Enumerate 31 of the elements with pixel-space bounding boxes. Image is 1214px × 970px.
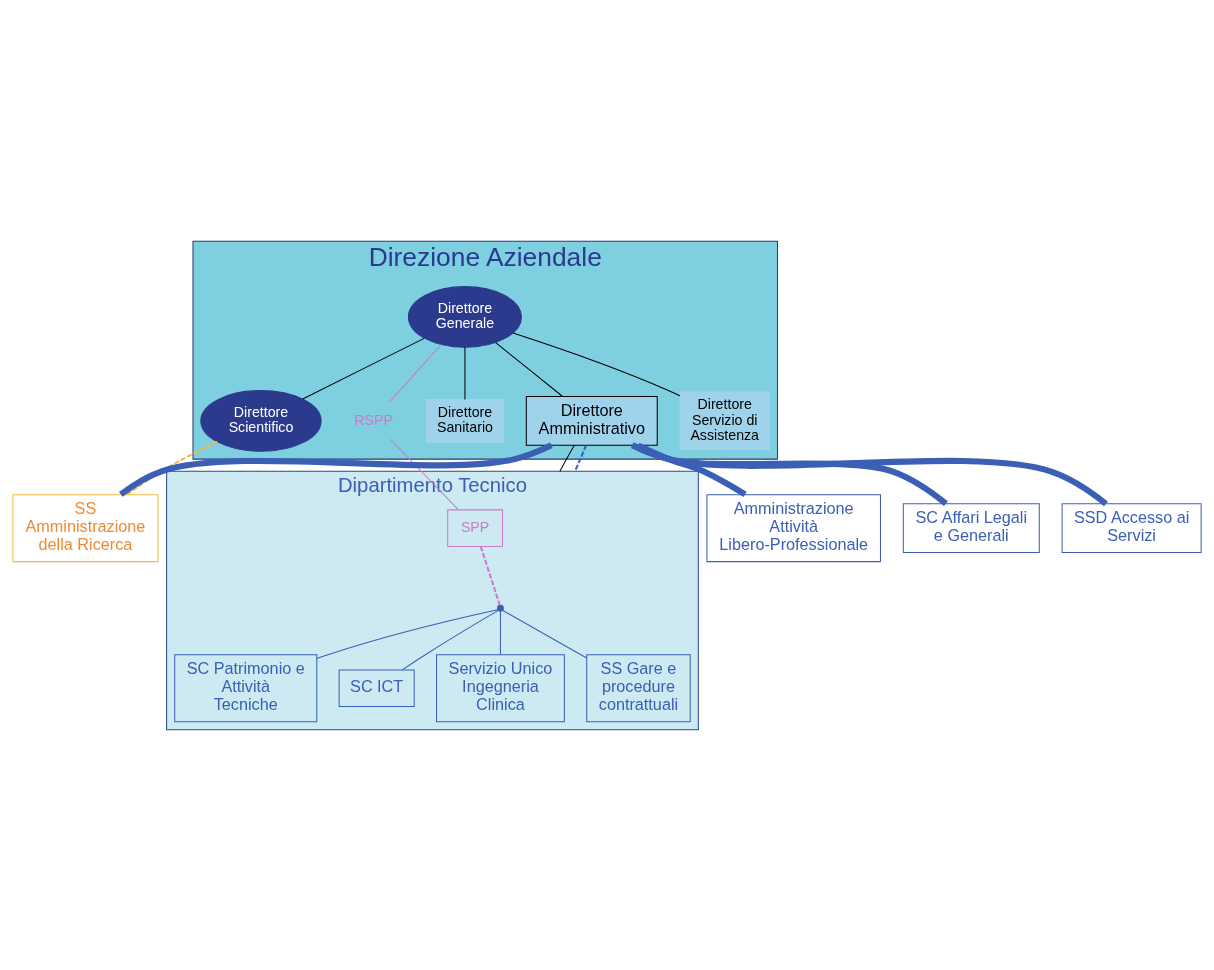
- connector: [302, 337, 425, 399]
- connector: [499, 610, 501, 655]
- node-box: SC Affari Legali e Generali: [902, 502, 1040, 553]
- node-box: SS Amministrazione della Ricerca: [12, 493, 159, 562]
- node-box: Direttore Servizio di Assistenza: [679, 390, 770, 450]
- node-box: SS Gare e procedure contrattuali: [586, 653, 691, 722]
- node-box: SC ICT: [338, 668, 415, 707]
- connector: [401, 609, 499, 670]
- connector: [574, 444, 587, 472]
- connector: [126, 440, 218, 495]
- node-point: [497, 604, 504, 612]
- node-box: SC Patrimonio e Attività Tecniche: [174, 653, 318, 722]
- node-text: RSPP: [354, 411, 393, 428]
- node-ellipse: Direttore Generale: [407, 285, 522, 348]
- connector: [316, 608, 499, 659]
- node-ellipse: Direttore Scientifico: [200, 389, 322, 452]
- node-box: SSD Accesso ai Servizi: [1061, 502, 1202, 553]
- connector: [388, 343, 442, 403]
- node-box: Direttore Amministrativo: [525, 395, 658, 446]
- connector: [119, 442, 553, 497]
- connector: [512, 332, 681, 396]
- node-box: Servizio Unico Ingegneria Clinica: [436, 653, 565, 722]
- connector: [389, 438, 459, 510]
- node-box: SPP: [447, 508, 503, 547]
- connector: [630, 442, 1108, 506]
- node-box: Amministrazione Attività Libero-Professionale: [706, 493, 881, 562]
- connector: [495, 341, 564, 397]
- node-box: Direttore Sanitario: [425, 398, 504, 443]
- connector: [479, 545, 501, 605]
- connector: [559, 444, 575, 472]
- connector: [502, 609, 588, 658]
